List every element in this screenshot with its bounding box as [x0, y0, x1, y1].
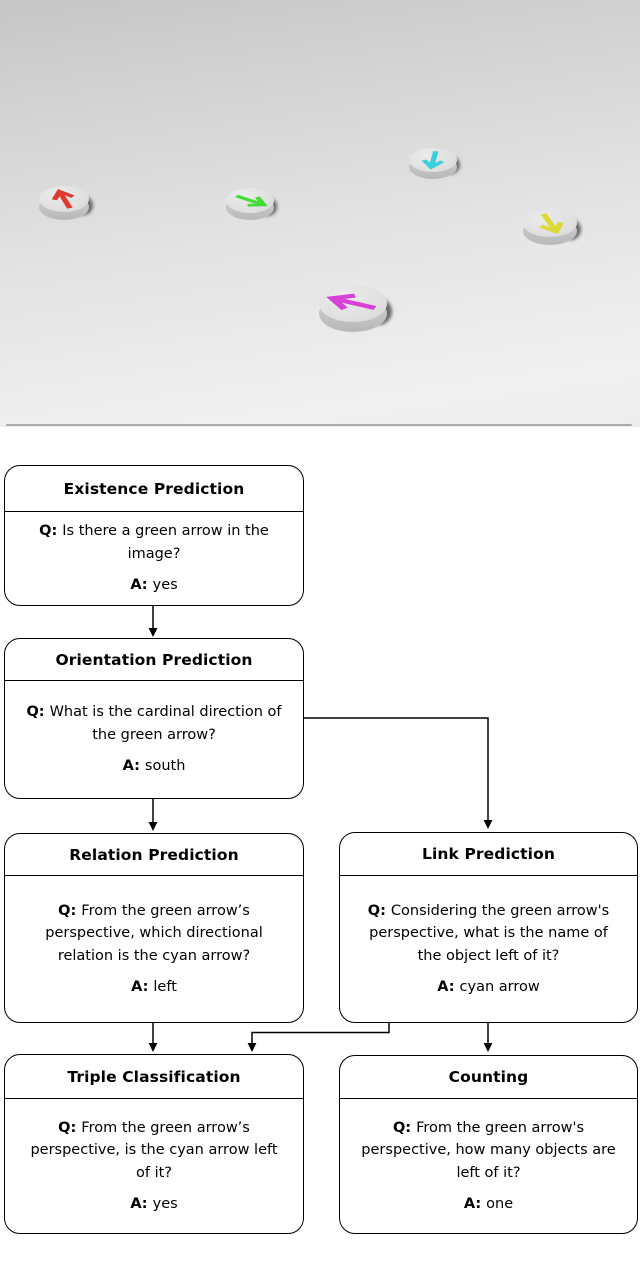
question-text: From the green arrow's — [416, 1119, 585, 1136]
a-label: A: — [437, 979, 455, 995]
a-label: A: — [131, 979, 149, 995]
question-text: Is there a green arrow in the — [62, 523, 269, 540]
q-label: Q: — [58, 902, 77, 919]
answer-text: south — [144, 758, 186, 775]
question-line: Q:Is there a green arrow in the — [39, 520, 269, 543]
question-line: perspective, what is the name of — [369, 925, 608, 941]
q-label: Q: — [26, 704, 45, 721]
answer-line: A:south — [123, 755, 186, 778]
red-arrow-icon — [51, 188, 75, 209]
arrowhead — [483, 820, 493, 829]
question-line: the object left of it? — [417, 947, 560, 964]
arrowhead — [148, 628, 158, 637]
edge-orientation-to-link — [304, 717, 489, 821]
question-text: From the green arrow’s — [81, 902, 250, 919]
magenta-arrow-disc — [319, 284, 392, 332]
box-title: Orientation Prediction — [5, 639, 303, 681]
a-label: A: — [130, 1196, 148, 1212]
question-line: image? — [127, 545, 181, 562]
question-line: Q:From the green arrow’s — [58, 1117, 250, 1140]
arrowhead — [148, 822, 158, 831]
magenta-arrow-icon — [326, 293, 377, 310]
question-line: of it? — [136, 1164, 172, 1181]
answer-line: A:one — [464, 1193, 513, 1216]
q-label: Q: — [58, 1119, 77, 1136]
a-label: A: — [122, 758, 140, 775]
box-body: Q:From the green arrow’s perspective, wh… — [5, 876, 303, 1022]
box-body: Q:Is there a green arrow in the image? A… — [5, 512, 303, 605]
answer-line: A:cyan arrow — [437, 976, 540, 999]
question-text: From the green arrow’s — [81, 1119, 250, 1136]
a-label: A: — [130, 577, 148, 594]
q-label: Q: — [392, 1119, 412, 1136]
counting-box: Counting Q:From the green arrow's perspe… — [339, 1055, 638, 1234]
link-prediction-box: Link Prediction Q:Considering the green … — [339, 832, 638, 1023]
box-body: Q:From the green arrow's perspective, ho… — [340, 1099, 637, 1233]
question-line: Q:From the green arrow's — [393, 1117, 584, 1140]
box-title: Existence Prediction — [5, 466, 303, 512]
question-line: relation is the cyan arrow? — [57, 947, 251, 964]
question-line: perspective, how many objects are — [361, 1142, 616, 1158]
arrowhead — [148, 1043, 158, 1052]
existence-prediction-box: Existence Prediction Q:Is there a green … — [4, 465, 304, 606]
yellow-arrow-disc — [523, 209, 581, 245]
q-label: Q: — [39, 523, 58, 540]
rendered-scene-image — [0, 0, 640, 427]
question-line: left of it? — [456, 1164, 521, 1181]
arrowhead — [483, 1043, 493, 1052]
box-title: Triple Classification — [5, 1055, 303, 1099]
edge-link-to-triple — [251, 1023, 390, 1044]
green-arrow-icon — [234, 194, 268, 207]
answer-line: A:yes — [130, 1193, 177, 1216]
answer-text: yes — [152, 1196, 178, 1212]
box-body: Q:Considering the green arrow's perspect… — [340, 876, 637, 1022]
backdrop-edge-line — [6, 424, 632, 426]
a-label: A: — [463, 1196, 482, 1212]
box-title: Link Prediction — [340, 833, 637, 876]
triple-classification-box: Triple Classification Q:From the green a… — [4, 1054, 304, 1234]
question-line: perspective, is the cyan arrow left — [30, 1142, 278, 1158]
answer-text: cyan arrow — [459, 979, 540, 995]
box-title: Relation Prediction — [5, 834, 303, 876]
answer-text: yes — [152, 577, 178, 594]
q-label: Q: — [367, 902, 386, 919]
answer-line: A:yes — [130, 574, 177, 597]
green-arrow-disc — [226, 188, 278, 220]
arrowhead — [247, 1043, 257, 1052]
answer-text: one — [486, 1196, 514, 1212]
answer-line: A:left — [131, 976, 177, 999]
red-arrow-disc — [39, 186, 93, 220]
question-line: perspective, which directional — [45, 925, 263, 941]
relation-prediction-box: Relation Prediction Q:From the green arr… — [4, 833, 304, 1023]
box-body: Q:From the green arrow’s perspective, is… — [5, 1099, 303, 1233]
question-line: Q:Considering the green arrow's — [368, 900, 609, 923]
question-text: Considering the green arrow's — [390, 902, 610, 919]
question-line: Q:From the green arrow’s — [58, 900, 250, 923]
yellow-arrow-icon — [539, 213, 564, 235]
question-line: the green arrow? — [92, 726, 216, 743]
box-title: Counting — [340, 1056, 637, 1099]
cyan-arrow-icon — [421, 151, 444, 170]
question-line: Q:What is the cardinal direction of — [26, 701, 281, 724]
question-text: What is the cardinal direction of — [49, 704, 282, 721]
answer-text: left — [153, 979, 177, 995]
orientation-prediction-box: Orientation Prediction Q:What is the car… — [4, 638, 304, 799]
cyan-arrow-disc — [409, 147, 461, 179]
box-body: Q:What is the cardinal direction of the … — [5, 681, 303, 798]
